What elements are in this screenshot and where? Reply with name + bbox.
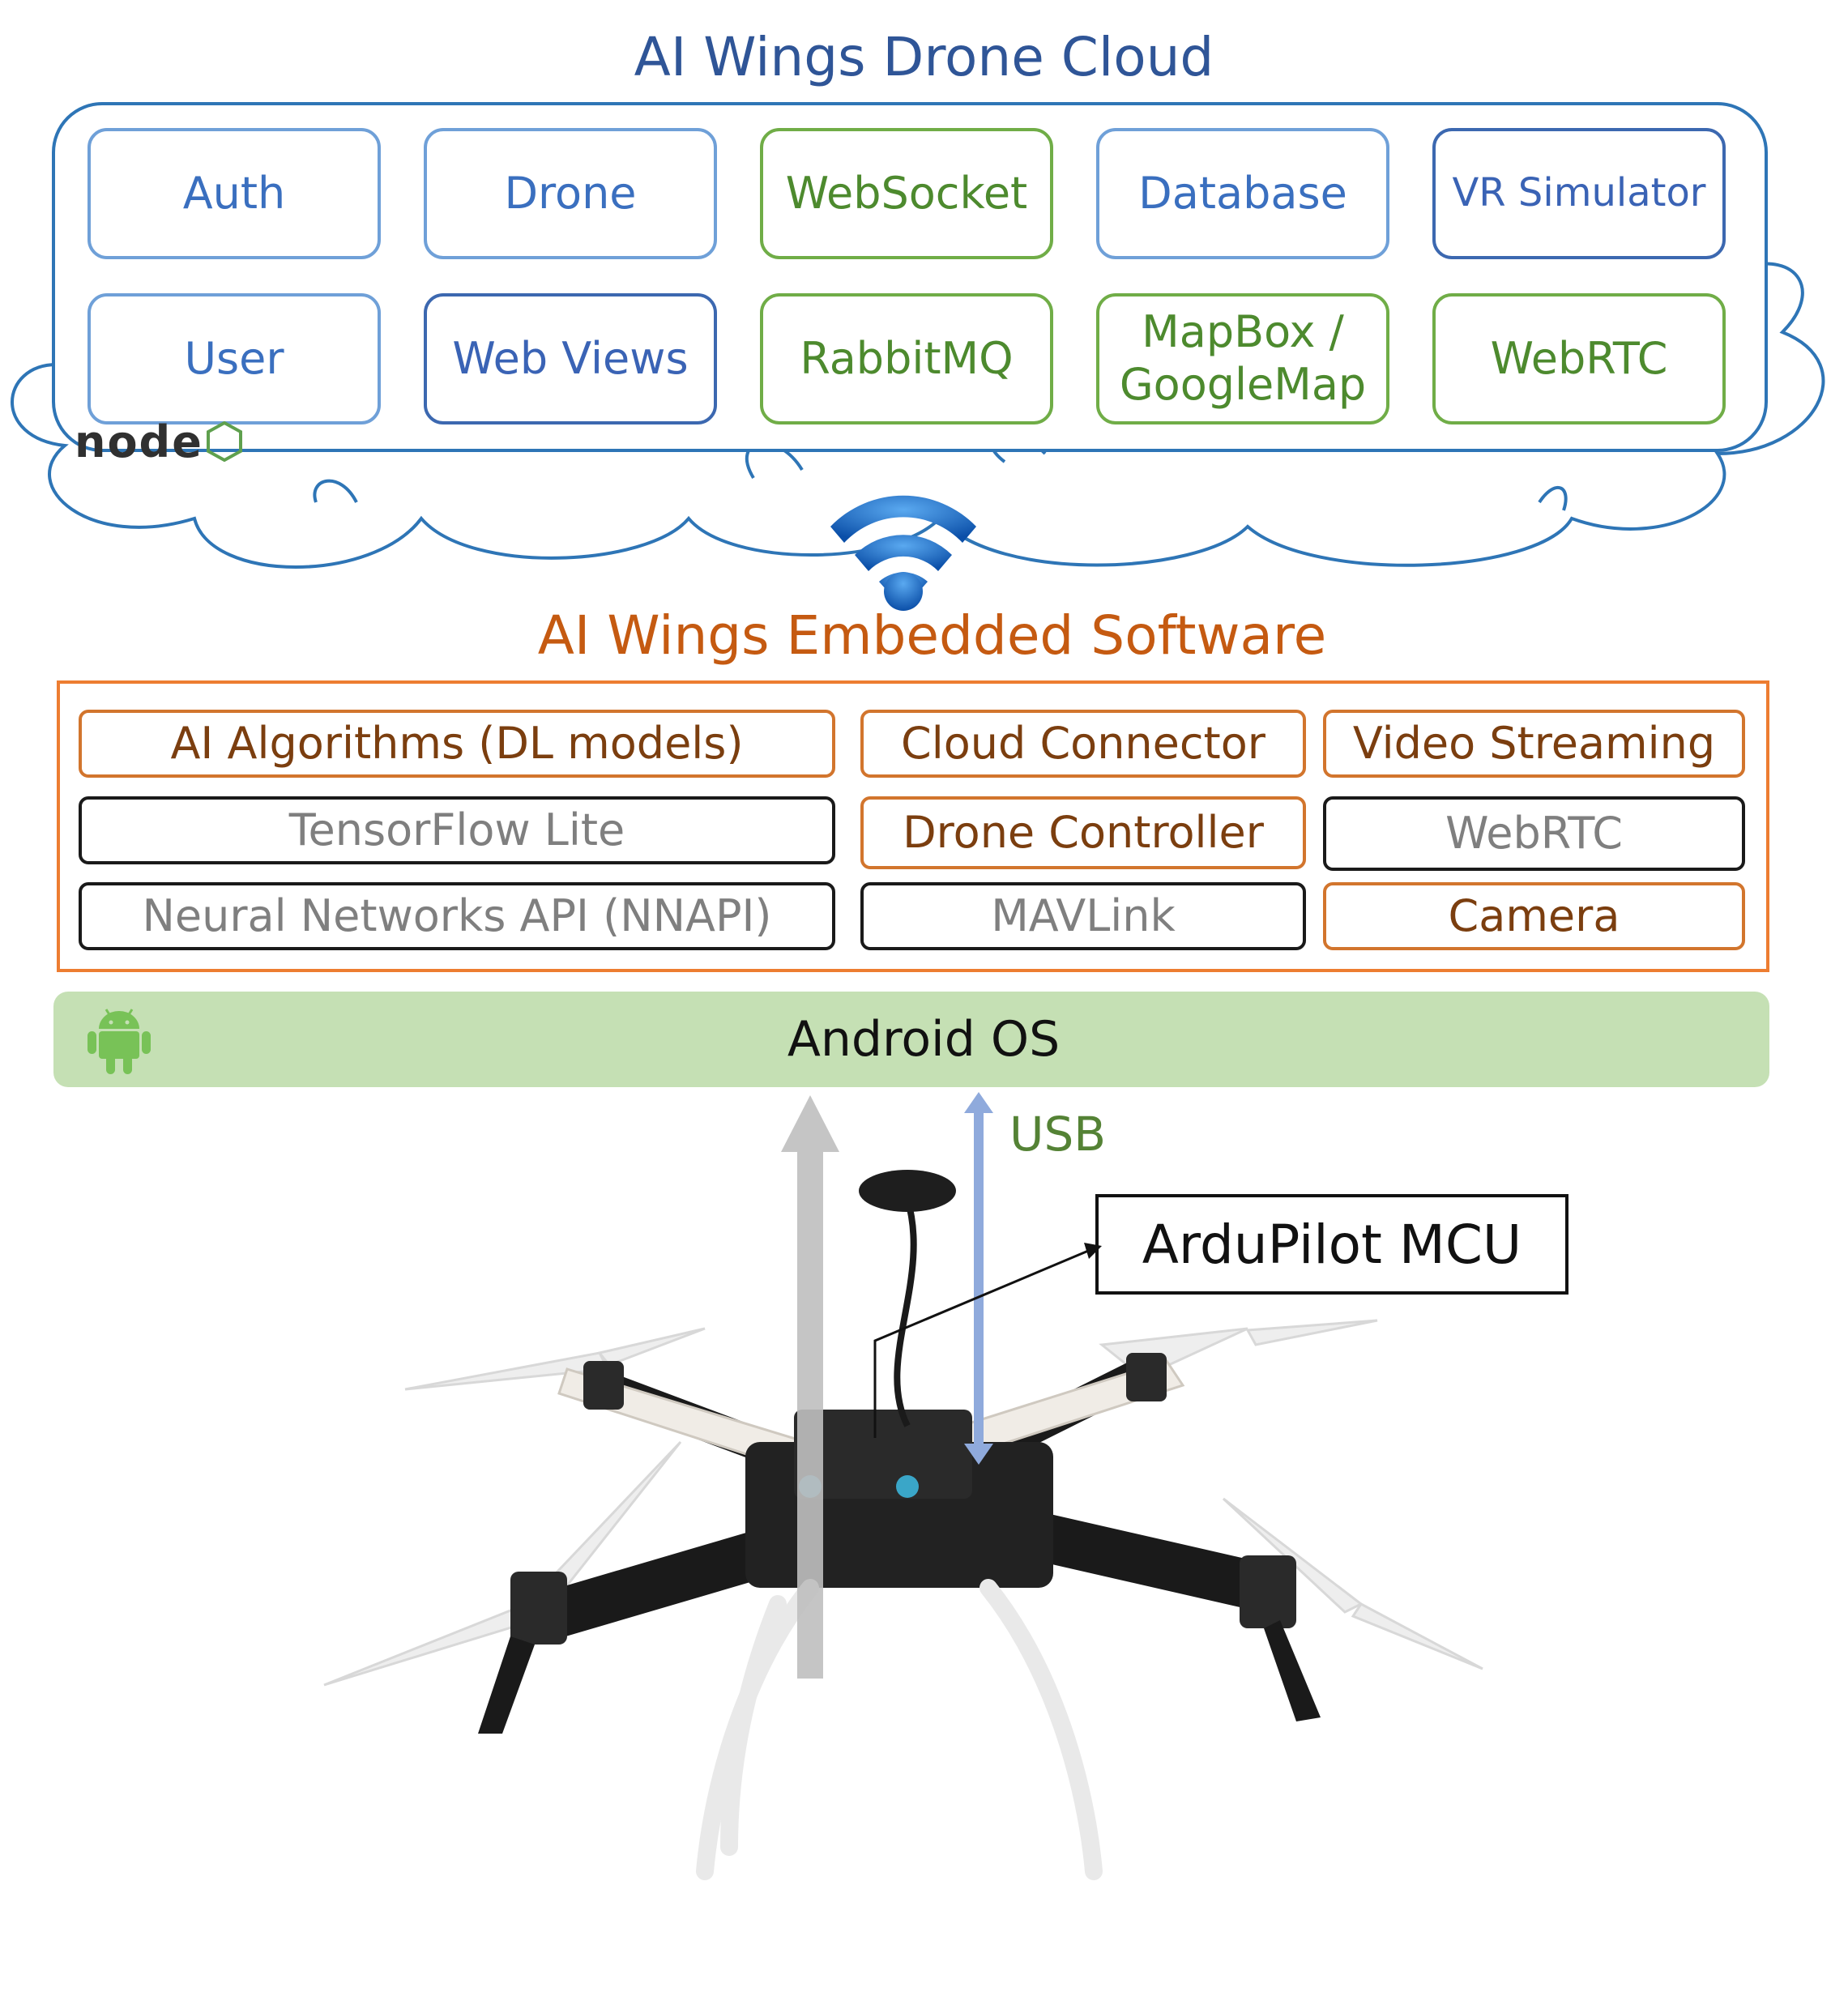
wifi-icon xyxy=(818,478,988,616)
user-service-box: User xyxy=(87,293,381,424)
camera-box: Camera xyxy=(1323,882,1745,950)
nnapi-box: Neural Networks API (NNAPI) xyxy=(79,882,835,950)
android-icon xyxy=(84,1005,154,1077)
auth-service-box: Auth xyxy=(87,128,381,259)
ardupilot-mcu-label: ArduPilot MCU xyxy=(1142,1214,1522,1276)
drone-controller-box: Drone Controller xyxy=(860,796,1306,869)
cloud-title: AI Wings Drone Cloud xyxy=(0,31,1848,84)
nodejs-hex-icon xyxy=(207,421,242,462)
ardupilot-mcu-box: ArduPilot MCU xyxy=(1095,1194,1568,1295)
landing-gear xyxy=(705,1588,1094,1871)
cloud-connector-box: Cloud Connector xyxy=(860,710,1306,778)
usb-label: USB xyxy=(1009,1107,1106,1162)
nodejs-logo: node xyxy=(75,417,242,466)
webrtc-embedded-box: WebRTC xyxy=(1323,796,1745,871)
embedded-title: AI Wings Embedded Software xyxy=(0,609,1848,663)
mapbox-googlemap-service-box: MapBox / GoogleMap xyxy=(1096,293,1389,424)
vr-simulator-service-box: VR Simulator xyxy=(1432,128,1726,259)
web-views-service-box: Web Views xyxy=(424,293,717,424)
data-flow-arrow xyxy=(778,1095,843,1679)
mavlink-box: MAVLink xyxy=(860,882,1306,950)
database-service-box: Database xyxy=(1096,128,1389,259)
webrtc-cloud-service-box: WebRTC xyxy=(1432,293,1726,424)
nodejs-logo-text: node xyxy=(75,416,203,467)
websocket-service-box: WebSocket xyxy=(760,128,1053,259)
drone-service-box: Drone xyxy=(424,128,717,259)
ardupilot-callout-line xyxy=(867,1231,1110,1442)
ai-algorithms-box: AI Algorithms (DL models) xyxy=(79,710,835,778)
video-streaming-box: Video Streaming xyxy=(1323,710,1745,778)
android-os-label: Android OS xyxy=(53,992,1769,1087)
tensorflow-lite-box: TensorFlow Lite xyxy=(79,796,835,864)
rabbitmq-service-box: RabbitMQ xyxy=(760,293,1053,424)
